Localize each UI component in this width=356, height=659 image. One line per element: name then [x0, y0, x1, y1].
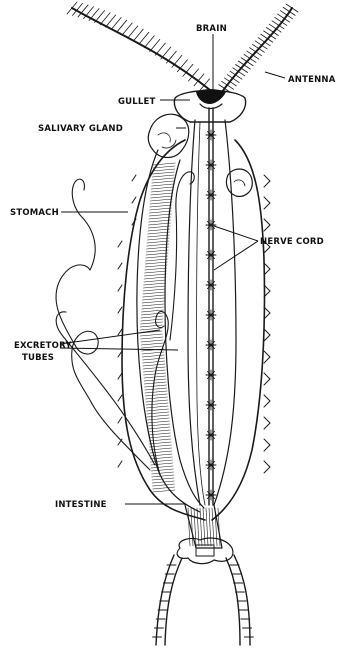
gut-walls: [188, 120, 236, 505]
brain-mass: [196, 89, 226, 104]
label-antenna: ANTENNA: [288, 75, 336, 85]
head: [174, 89, 245, 122]
intestine: [185, 505, 222, 548]
label-intestine: INTESTINE: [55, 500, 107, 510]
label-salivary-gland: SALIVARY GLAND: [38, 124, 123, 134]
leader-lines: [60, 34, 285, 504]
left-cercus: [153, 555, 182, 645]
label-gullet: GULLET: [118, 97, 156, 107]
right-antenna: [219, 4, 298, 93]
label-excretory: EXCRETORY: [14, 341, 72, 351]
label-stomach: STOMACH: [10, 208, 59, 218]
label-tubes: TUBES: [22, 353, 54, 363]
right-cercus: [226, 555, 253, 645]
nerve-cord: [206, 108, 216, 505]
left-antenna: [67, 2, 210, 91]
label-nerve-cord: NERVE CORD: [260, 237, 324, 247]
label-brain: BRAIN: [196, 24, 227, 34]
